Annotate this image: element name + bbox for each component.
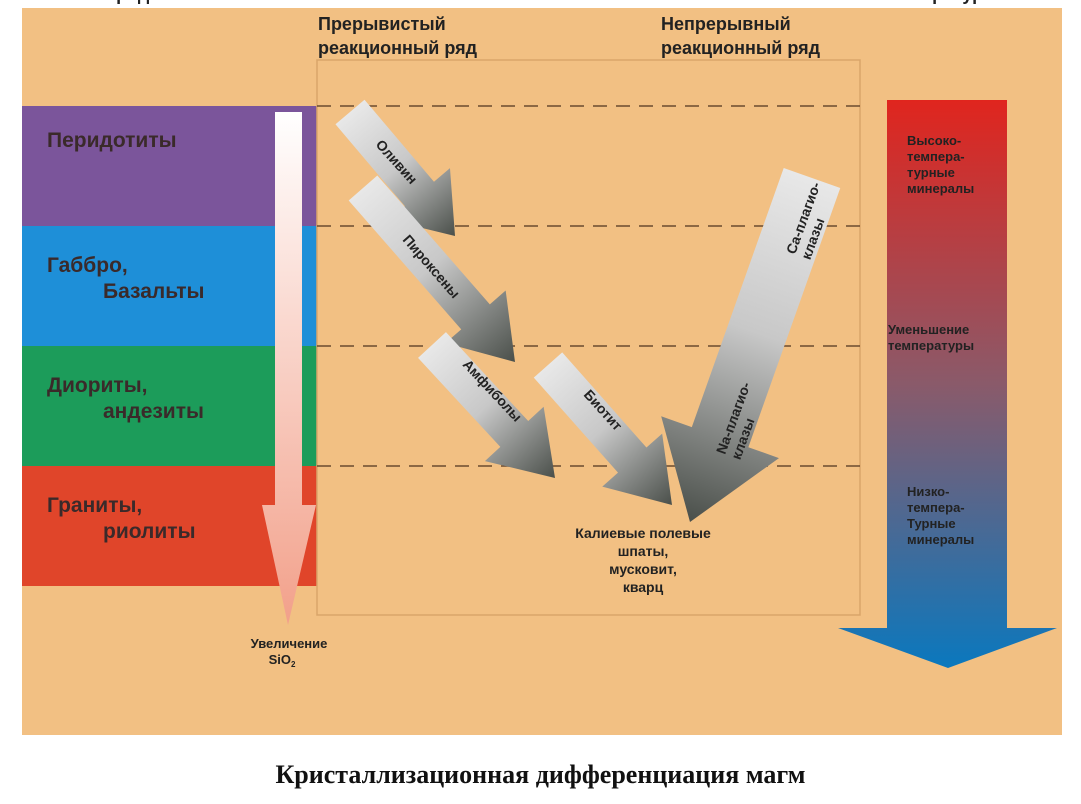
temperature-arrow — [838, 100, 1057, 668]
rock-name: Граниты, — [47, 494, 142, 517]
sio2-increase-arrow — [262, 112, 316, 625]
low-temp-label-line: Турные — [907, 516, 956, 531]
mineral-arrows — [335, 99, 841, 522]
final-minerals-label-line: Калиевые полевые — [575, 525, 711, 541]
low-temp-label-line: Низко- — [907, 484, 949, 499]
final-minerals-label: Калиевые полевые шпаты, мусковит, кварц — [575, 525, 711, 595]
rock-name: риолиты — [103, 520, 196, 543]
rock-name: Базальты — [103, 280, 205, 303]
figure-caption: Кристаллизационная дифференциация магм — [275, 760, 806, 789]
amphibole-arrow — [418, 332, 555, 478]
final-minerals-label-line: мусковит, — [609, 561, 677, 577]
discontinuous-series-heading-line: реакционный ряд — [318, 38, 478, 58]
continuous-series-heading-line: Непрерывный — [661, 14, 791, 34]
temperature-heading: Температура — [878, 0, 994, 4]
sio2-subscript: 2 — [291, 660, 296, 669]
continuous-series-heading-line: реакционный ряд — [661, 38, 821, 58]
rock-type-heading-line: Тип пород — [57, 0, 150, 4]
pyroxene-arrow — [348, 175, 515, 362]
continuous-series-heading: Непрерывный реакционный ряд — [661, 14, 821, 58]
rock-type-heading: Тип пород — [57, 0, 150, 4]
rock-band — [22, 106, 317, 226]
rock-band — [22, 226, 317, 346]
rock-name: Диориты, — [47, 374, 148, 397]
rock-band — [22, 346, 317, 466]
rock-name: Габбро, — [47, 254, 128, 277]
sio2-label: Увеличение — [251, 636, 328, 651]
low-temp-label-line: минералы — [907, 532, 974, 547]
rock-name: Перидотиты — [47, 129, 177, 152]
discontinuous-series-heading: Прерывистый реакционный ряд — [318, 14, 478, 58]
mid-temp-label-line: температуры — [888, 338, 974, 353]
discontinuous-series-heading-line: Прерывистый — [318, 14, 446, 34]
high-temp-label-line: турные — [907, 165, 955, 180]
mid-temp-label-line: Уменьшение — [888, 322, 969, 337]
sio2-formula: SiO2 — [269, 652, 296, 669]
high-temp-label-line: Высоко- — [907, 133, 961, 148]
low-temp-label-line: темпера- — [907, 500, 965, 515]
olivine-arrow — [335, 99, 455, 236]
high-temp-label-line: минералы — [907, 181, 974, 196]
reaction-series-box — [316, 59, 861, 616]
high-temp-label-line: темпера- — [907, 149, 965, 164]
final-minerals-label-line: кварц — [623, 579, 664, 595]
temperature-heading-line: Температура — [878, 0, 994, 4]
sio2-label-line: Увеличение — [251, 636, 328, 651]
plagioclase-arrow — [661, 167, 841, 522]
final-minerals-label-line: шпаты, — [618, 543, 669, 559]
sio2-text: SiO — [269, 652, 291, 667]
rock-name: андезиты — [103, 400, 204, 423]
biotite-arrow — [533, 352, 672, 505]
